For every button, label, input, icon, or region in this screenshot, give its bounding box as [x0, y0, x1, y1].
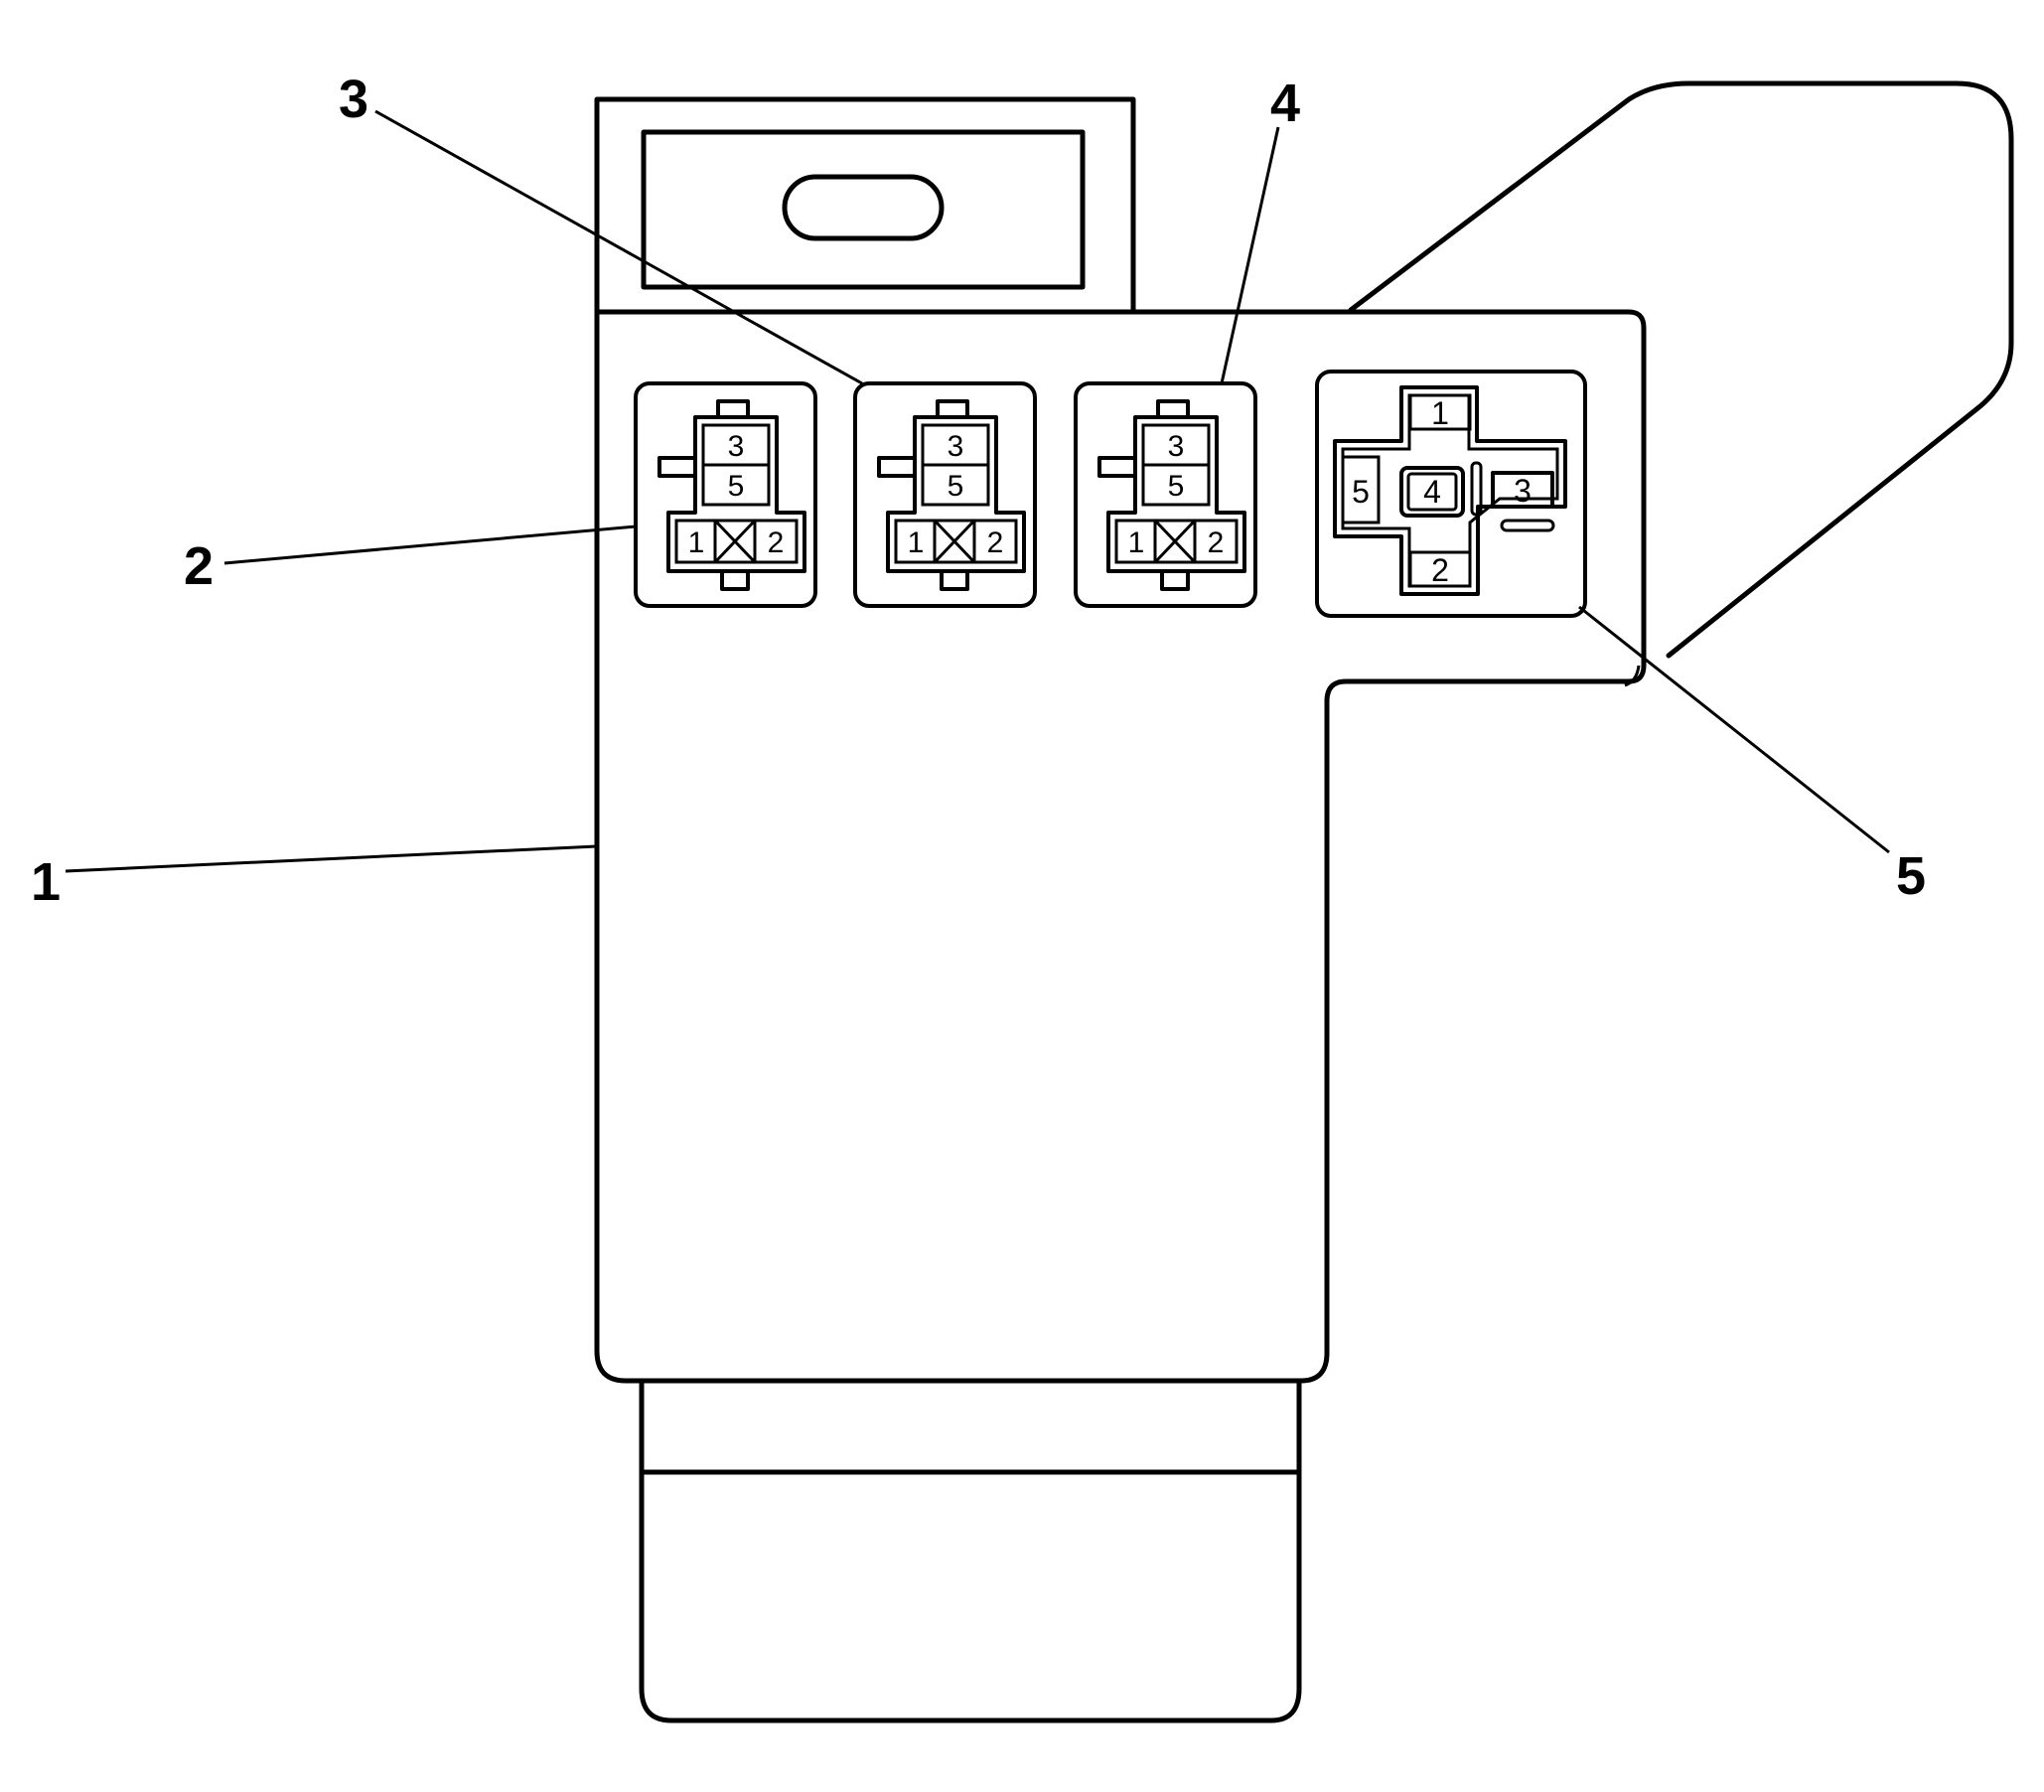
- relay-b-bottom-tab: [940, 569, 969, 591]
- relay-c-pin-1: 1: [1128, 526, 1145, 559]
- relay-d-pin-3-box: [1491, 471, 1554, 509]
- relay-d-pin-2: 2: [1431, 552, 1449, 588]
- relay-a-pin-5: 5: [728, 470, 745, 503]
- relay-b-pin-2: 2: [987, 526, 1004, 559]
- relay-a-side-tab: [657, 456, 697, 478]
- leader-line-4: [1220, 126, 1280, 384]
- relay-c-socket: [1074, 381, 1257, 608]
- relay-c-side-tab: [1097, 456, 1137, 478]
- relay-c-pin-2: 2: [1208, 526, 1225, 559]
- relay-d-pin-4-box: [1406, 472, 1458, 512]
- relay-d-key-slot: [1500, 519, 1555, 532]
- leader-line-5: [1578, 605, 1890, 854]
- relay-d-key-bar: [1470, 461, 1483, 517]
- relay-d-pin-1-box: [1408, 393, 1472, 431]
- relay-c-top-tab: [1156, 399, 1190, 419]
- relay-d-socket: [1315, 370, 1587, 618]
- relay-a-bottom-tab: [720, 569, 750, 591]
- relay-a-pin-row: [674, 519, 799, 564]
- relay-d-pin-5: 5: [1352, 474, 1370, 510]
- leader-line-2: [223, 524, 637, 565]
- relay-c-unused-cross: [1153, 519, 1197, 564]
- relay-a-pin-2: 2: [768, 526, 785, 559]
- housing-corner-detail: [1624, 665, 1641, 687]
- callout-3: 3: [339, 70, 368, 129]
- callout-4: 4: [1270, 74, 1300, 133]
- relay-a-pin-1: 1: [688, 526, 705, 559]
- relay-c-bottom-tab: [1160, 569, 1190, 591]
- relay-c-pin-3: 3: [1168, 430, 1185, 463]
- relay-a-body: [666, 415, 806, 573]
- relay-b-pin-5: 5: [948, 470, 964, 503]
- relay-b: 3 5 1 2: [853, 381, 1037, 608]
- relay-a-pin-3: 3: [728, 430, 745, 463]
- relay-d-pin-3: 3: [1514, 473, 1532, 509]
- mounting-bracket: [1348, 80, 2014, 659]
- relay-d-pin-4: 4: [1423, 474, 1441, 510]
- relay-d-pin-2-box: [1408, 550, 1472, 588]
- callout-5: 5: [1896, 846, 1926, 906]
- bottom-extension: [639, 1378, 1302, 1723]
- callout-2: 2: [184, 536, 214, 596]
- relay-b-body: [886, 415, 1026, 573]
- relay-c-pin-5-box: [1141, 463, 1211, 507]
- relay-a-unused-cross: [713, 519, 757, 564]
- callout-1: 1: [31, 852, 61, 912]
- relay-c-pin-row: [1114, 519, 1239, 564]
- relay-a-socket: [634, 381, 817, 608]
- relay-b-side-tab: [877, 456, 917, 478]
- leader-line-3: [374, 109, 863, 385]
- relay-a: 3 5 1 2: [634, 381, 817, 608]
- relay-a-top-tab: [716, 399, 750, 419]
- relay-d-pin-5-box: [1341, 455, 1381, 524]
- relay-b-top-tab: [936, 399, 969, 419]
- relay-b-pin-row: [894, 519, 1018, 564]
- relay-d-pin-4-outer: [1399, 466, 1465, 518]
- top-tab-window: [641, 129, 1086, 290]
- relay-d: 1 2 3 4 5: [1315, 370, 1587, 618]
- relay-d-body-outer: [1333, 385, 1567, 596]
- relay-b-pin-5-box: [921, 463, 990, 507]
- leader-line-1: [65, 844, 598, 873]
- relay-b-pin-3: 3: [948, 430, 964, 463]
- relay-box-housing: [594, 309, 1647, 1384]
- relay-a-pin-5-box: [701, 463, 771, 507]
- top-tab-slot: [782, 174, 945, 241]
- relay-b-unused-cross: [933, 519, 976, 564]
- relay-b-pin-1: 1: [908, 526, 925, 559]
- relay-b-socket: [853, 381, 1037, 608]
- relay-c-body: [1106, 415, 1246, 573]
- relay-c: 3 5 1 2: [1074, 381, 1257, 608]
- relay-d-pin-1: 1: [1431, 395, 1449, 431]
- relay-c-pin-5: 5: [1168, 470, 1185, 503]
